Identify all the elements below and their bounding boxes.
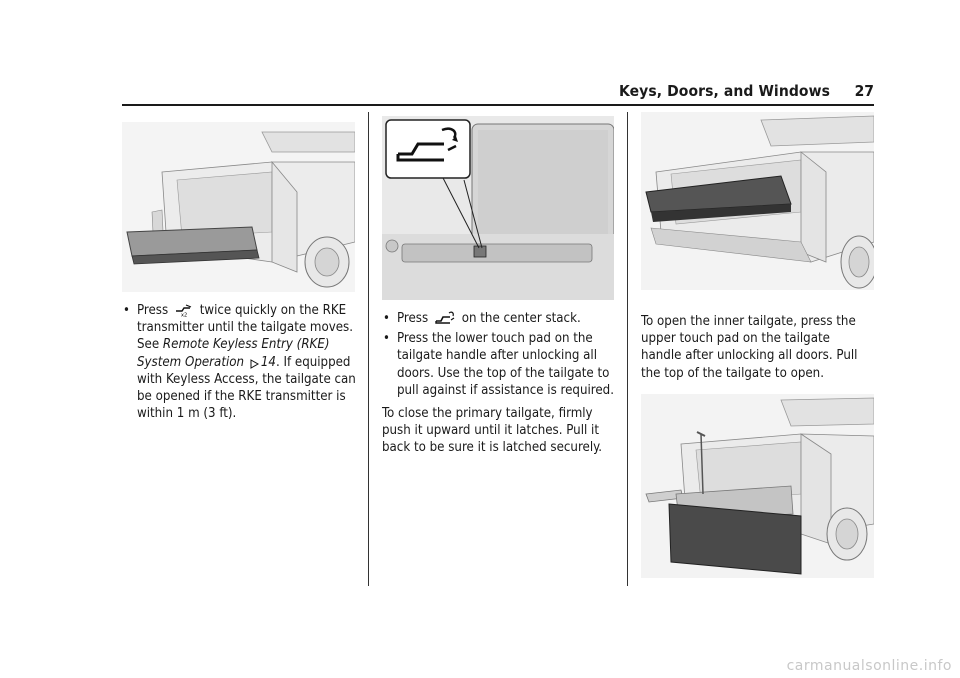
bullet-press-center-stack: • Press on the center stack. — [383, 310, 581, 327]
tailgate-power-icon — [435, 311, 455, 324]
triangle-ref-icon — [250, 358, 259, 369]
page-number: 27 — [854, 82, 874, 100]
section-title: Keys, Doors, and Windows — [618, 82, 830, 100]
bullet-dot: • — [123, 302, 130, 318]
right-column-text: To open the inner tailgate, press the up… — [641, 313, 874, 382]
footer-watermark: carmanualsonline.info — [786, 658, 952, 674]
bullet-press-remote: • Press x2 twice quickly on the RKE tran… — [123, 302, 356, 422]
bullet-lower-touch-pad: • Press the lower touch pad on the tailg… — [383, 330, 614, 398]
left-column-text: • Press x2 twice quickly on the RKE tran… — [122, 302, 358, 425]
cross-reference-page[interactable]: 14 — [260, 354, 276, 370]
paragraph-inner-tailgate: To open the inner tailgate, press the up… — [641, 314, 858, 381]
column-divider-right — [627, 112, 628, 586]
header-rule — [122, 104, 874, 106]
bullet-dot: • — [383, 330, 390, 346]
bullet-dot: • — [383, 310, 390, 326]
column-divider-left — [368, 112, 369, 586]
page-header: Keys, Doors, and Windows 27 — [122, 80, 874, 106]
cross-reference-link[interactable]: Remote Keyless Entry (RKE) System Operat… — [137, 337, 330, 370]
inner-tailgate-illustration — [641, 394, 874, 578]
center-stack-illustration — [382, 116, 614, 300]
svg-text:x2: x2 — [181, 313, 187, 318]
primary-tailgate-illustration — [641, 112, 874, 290]
tailgate-open-illustration — [122, 122, 355, 292]
paragraph-close-tailgate: To close the primary tailgate, firmly pu… — [382, 406, 603, 456]
middle-column-text: • Press on the center stack. • Press the… — [382, 310, 618, 457]
tailgate-x2-icon: x2 — [175, 304, 192, 318]
